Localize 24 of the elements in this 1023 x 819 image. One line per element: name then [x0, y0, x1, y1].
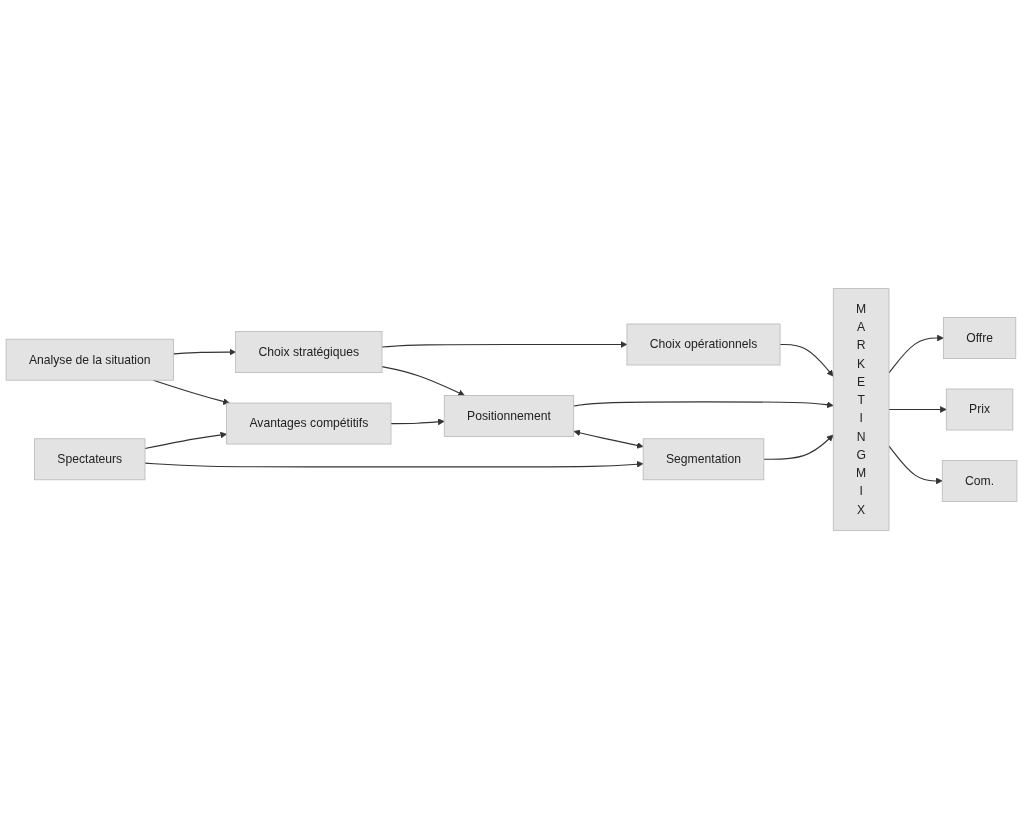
- node-box: Spectateurs: [34, 438, 146, 481]
- node-box: Choix stratégiques: [235, 331, 383, 373]
- arrow: [144, 431, 227, 449]
- arrow: [172, 348, 236, 356]
- arrow: [573, 429, 644, 449]
- node-box: Com.: [941, 460, 1018, 502]
- arrow: [888, 406, 947, 413]
- arrow: [144, 460, 644, 468]
- arrow: [381, 366, 465, 396]
- node-box: Analyse de la situation: [5, 338, 174, 381]
- node-box: Choix opérationnels: [626, 323, 781, 366]
- node-box: Segmentation: [642, 438, 765, 481]
- node-box: Avantages compétitifs: [226, 402, 392, 445]
- arrow: [779, 343, 834, 377]
- arrow: [888, 445, 943, 485]
- node-box: Prix: [945, 388, 1014, 431]
- arrow: [888, 334, 944, 374]
- arrow: [390, 418, 445, 426]
- arrow: [381, 341, 628, 348]
- node-box: M A R K E T I N G M I X: [832, 288, 890, 531]
- arrow: [573, 401, 834, 409]
- arrow: [763, 434, 834, 460]
- node-box: Positionnement: [443, 395, 575, 437]
- node-box: Offre: [943, 317, 1017, 359]
